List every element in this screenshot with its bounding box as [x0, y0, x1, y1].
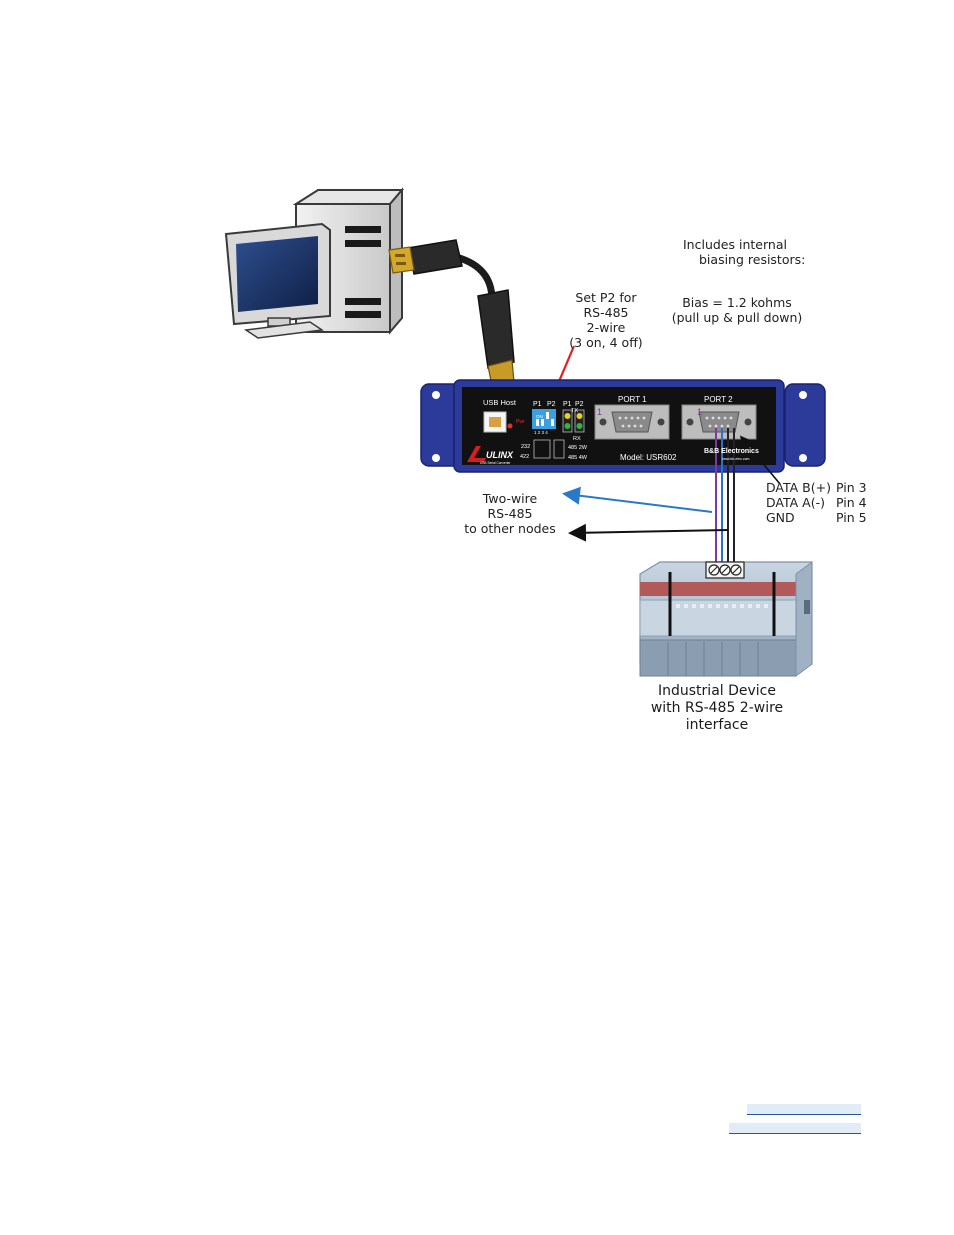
bus-arrow-blue	[562, 486, 713, 513]
computer-icon	[224, 187, 405, 339]
port2-pin1-label: 1	[697, 407, 702, 417]
device-caption-line: Industrial Device	[658, 683, 776, 699]
led-p1-label: P1	[563, 401, 572, 408]
rx-label: RX	[573, 436, 581, 442]
industrial-device-icon	[639, 561, 813, 677]
two-wire-note: Two-wire RS-485 to other nodes	[455, 491, 565, 536]
pin-number: Pin 3	[836, 480, 867, 495]
pin-row: DATA A(-) Pin 4	[766, 496, 867, 510]
set-p2-note: Set P2 for RS-485 2-wire (3 on, 4 off)	[556, 290, 656, 350]
two-wire-line: to other nodes	[464, 521, 556, 536]
pin-signal: DATA B(+)	[766, 480, 831, 495]
mode-485-4w-label: 485 4W	[568, 455, 588, 461]
pin-row: GND Pin 5	[766, 511, 867, 525]
pins-pointer-arrow	[739, 435, 781, 485]
maker-sub-label: www.bb-elec.com	[722, 457, 750, 461]
mode-232-label: 232	[521, 444, 530, 450]
pin-number: Pin 5	[836, 510, 867, 525]
device-caption-line: with RS-485 2-wire	[650, 700, 784, 716]
rs485-wires	[715, 428, 735, 566]
set-p2-line: Set P2 for	[575, 290, 637, 305]
biasing-line: biasing resistors:	[699, 252, 806, 267]
brand-label: ULINX	[486, 450, 514, 460]
model-label: Model: USR602	[620, 453, 677, 462]
set-p2-line: RS-485	[583, 305, 629, 320]
biasing-line: Includes internal	[683, 237, 787, 252]
bias-value-line: (pull up & pull down)	[671, 310, 803, 325]
footer-link[interactable]	[747, 1104, 861, 1115]
usb-serial-converter	[420, 379, 826, 473]
mode-485-2w-label: 485 2W	[568, 445, 588, 451]
dip-numbers-label: 1 2 3 4	[534, 430, 548, 435]
two-wire-line: Two-wire	[482, 491, 538, 506]
pin-signal: DATA A(-)	[766, 495, 825, 510]
bus-arrow-black	[568, 523, 729, 542]
port1-label: PORT 1	[618, 395, 647, 404]
set-p2-line: (3 on, 4 off)	[569, 335, 643, 350]
dip-on-label: ON	[536, 414, 543, 419]
tx-label: TX	[571, 408, 578, 414]
maker-label: B&B Electronics	[704, 448, 759, 455]
set-p2-line: 2-wire	[586, 320, 626, 335]
usb-host-label: USB Host	[483, 398, 517, 407]
port2-label: PORT 2	[704, 395, 733, 404]
biasing-note: Includes internal biasing resistors:	[683, 237, 805, 267]
pin-row: DATA B(+) Pin 3	[766, 481, 867, 495]
p2-label: P2	[547, 401, 556, 408]
pin-number: Pin 4	[836, 495, 867, 510]
p1-label: P1	[533, 401, 542, 408]
bias-value-line: Bias = 1.2 kohms	[682, 295, 792, 310]
mode-422-label: 422	[520, 454, 529, 460]
brand-sub-label: USB Serial Converter	[480, 461, 511, 465]
usb-cable-icon	[388, 239, 515, 387]
device-caption-line: interface	[685, 717, 749, 733]
pin-signal: GND	[766, 510, 795, 525]
led-p2-label: P2	[575, 401, 584, 408]
pwr-label: Pwr	[516, 419, 525, 425]
port1-pin1-label: 1	[597, 407, 602, 417]
device-caption: Industrial Device with RS-485 2-wire int…	[632, 683, 802, 734]
footer-link[interactable]	[729, 1123, 861, 1134]
two-wire-line: RS-485	[487, 506, 533, 521]
bias-value-note: Bias = 1.2 kohms (pull up & pull down)	[662, 295, 812, 325]
